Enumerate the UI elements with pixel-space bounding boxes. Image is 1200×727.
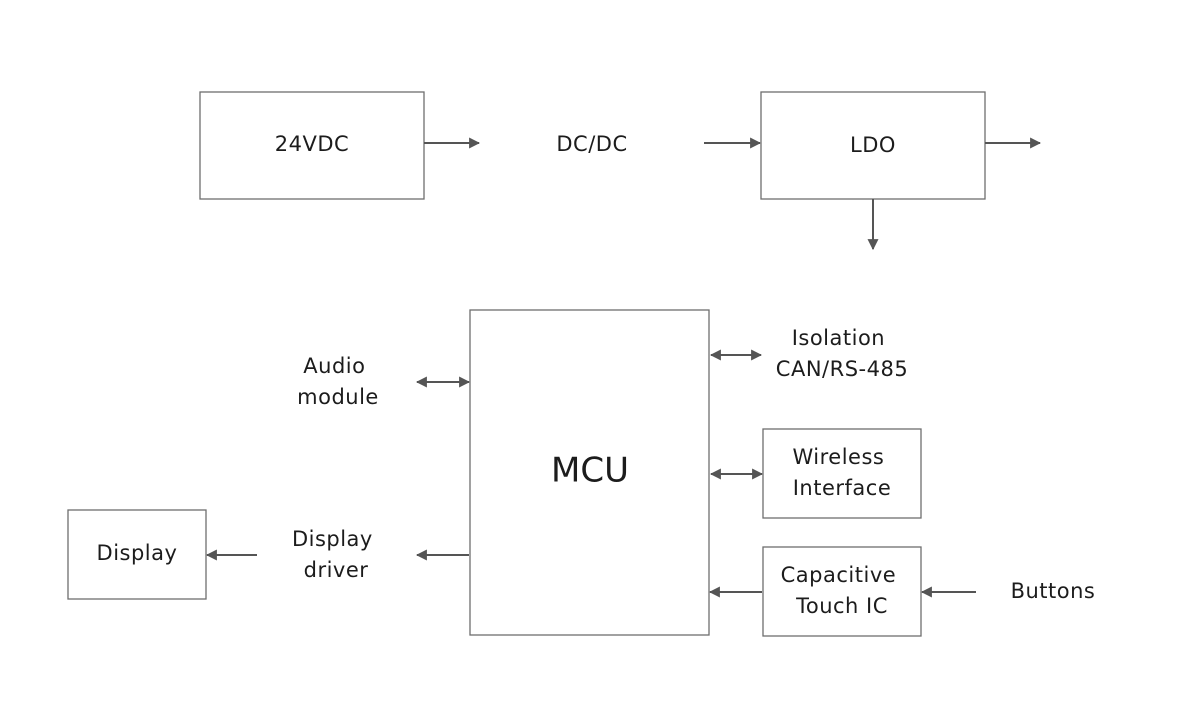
- ldo-label: LDO: [850, 133, 896, 157]
- wireless-line2: Interface: [793, 476, 892, 500]
- mcu-label: MCU: [551, 451, 629, 491]
- supply-24vdc-label: 24VDC: [275, 132, 349, 156]
- touch-line1: Capacitive: [781, 563, 897, 587]
- isolation-line1: Isolation: [792, 326, 885, 350]
- isolation-label: Isolation CAN/RS-485: [776, 326, 908, 381]
- touch-ic-box: [762, 546, 922, 637]
- touch-line2: Touch IC: [795, 594, 888, 618]
- display-box: [67, 509, 207, 600]
- audio-line2: module: [297, 385, 379, 409]
- wireless-interface-box: [762, 428, 922, 519]
- dcdc-label: DC/DC: [556, 132, 627, 156]
- wireless-interface-label: Wireless Interface: [792, 445, 891, 500]
- display-driver-line2: driver: [304, 558, 369, 582]
- buttons-label: Buttons: [1011, 579, 1096, 603]
- audio-line1: Audio: [303, 354, 365, 378]
- mcu-box: [469, 309, 710, 636]
- wireless-line1: Wireless: [792, 445, 884, 469]
- supply-24vdc-box: [199, 91, 425, 200]
- display-label: Display: [97, 541, 178, 565]
- isolation-line2: CAN/RS-485: [776, 357, 908, 381]
- ldo-box: [760, 91, 986, 200]
- touch-ic-label: Capacitive Touch IC: [781, 563, 904, 618]
- audio-module-label: Audio module: [297, 354, 379, 409]
- display-driver-line1: Display: [292, 527, 373, 551]
- display-driver-label: Display driver: [292, 527, 380, 582]
